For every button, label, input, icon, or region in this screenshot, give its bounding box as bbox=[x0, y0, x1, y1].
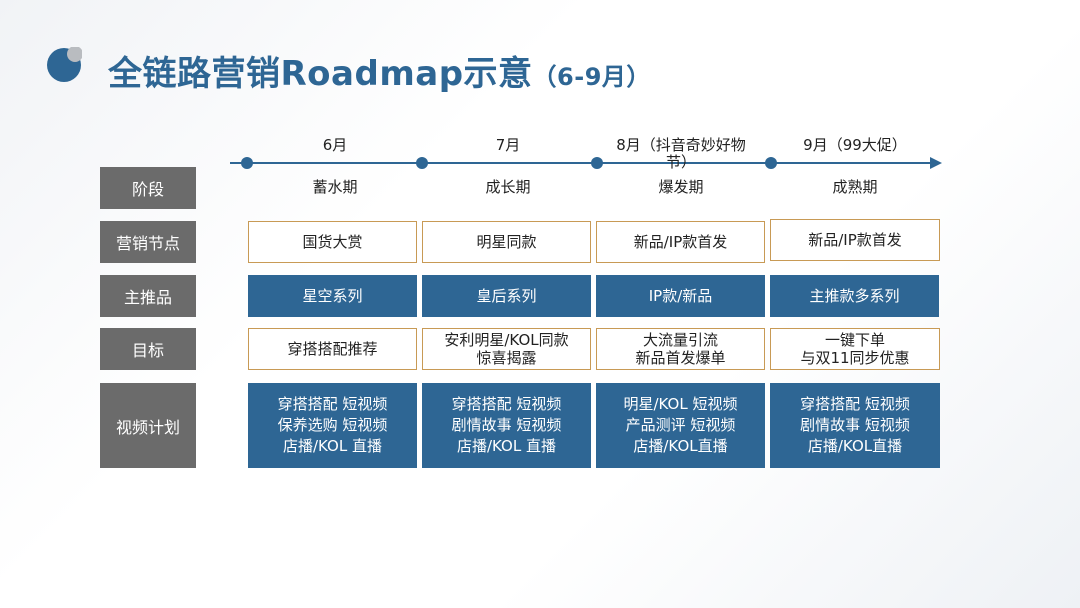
timeline-dot bbox=[416, 157, 428, 169]
timeline-line bbox=[230, 162, 932, 164]
main-product-cell: IP款/新品 bbox=[596, 275, 765, 317]
timeline-month: 8月（抖音奇妙好物节） bbox=[616, 136, 746, 171]
goal-cell: 一键下单 与双11同步优惠 bbox=[770, 328, 940, 370]
main-product-cell: 主推款多系列 bbox=[770, 275, 939, 317]
page-title-main: 全链路营销Roadmap示意 bbox=[108, 54, 533, 94]
video-plan-cell: 明星/KOL 短视频 产品测评 短视频 店播/KOL直播 bbox=[596, 383, 765, 468]
marketing-node-cell: 国货大赏 bbox=[248, 221, 417, 263]
row-label-video-plan: 视频计划 bbox=[100, 383, 196, 468]
main-product-cell: 星空系列 bbox=[248, 275, 417, 317]
timeline-phase: 成长期 bbox=[485, 178, 531, 196]
marketing-node-cell: 新品/IP款首发 bbox=[596, 221, 765, 263]
timeline-month: 9月（99大促） bbox=[803, 136, 907, 154]
goal-cell: 安利明星/KOL同款 惊喜揭露 bbox=[422, 328, 591, 370]
row-label-marketing-node: 营销节点 bbox=[100, 221, 196, 263]
timeline-phase: 蓄水期 bbox=[312, 178, 358, 196]
marketing-node-cell: 新品/IP款首发 bbox=[770, 219, 940, 261]
timeline-month: 7月 bbox=[495, 136, 521, 154]
row-label-goal: 目标 bbox=[100, 328, 196, 370]
page-title-sub: （6-9月） bbox=[532, 63, 651, 91]
video-plan-cell: 穿搭搭配 短视频 保养选购 短视频 店播/KOL 直播 bbox=[248, 383, 417, 468]
goal-cell: 大流量引流 新品首发爆单 bbox=[596, 328, 765, 370]
timeline-dot bbox=[591, 157, 603, 169]
marketing-node-cell: 明星同款 bbox=[422, 221, 591, 263]
page-title: 全链路营销Roadmap示意（6-9月） bbox=[108, 46, 651, 95]
timeline-month: 6月 bbox=[322, 136, 348, 154]
timeline-arrow-icon bbox=[930, 157, 942, 169]
timeline-phase: 爆发期 bbox=[658, 178, 704, 196]
goal-cell: 穿搭搭配推荐 bbox=[248, 328, 417, 370]
video-plan-cell: 穿搭搭配 短视频 剧情故事 短视频 店播/KOL直播 bbox=[770, 383, 940, 468]
timeline-phase: 成熟期 bbox=[832, 178, 878, 196]
timeline-dot bbox=[241, 157, 253, 169]
title-bullet-icon bbox=[46, 46, 83, 83]
video-plan-cell: 穿搭搭配 短视频 剧情故事 短视频 店播/KOL 直播 bbox=[422, 383, 591, 468]
row-label-main-product: 主推品 bbox=[100, 275, 196, 317]
main-product-cell: 皇后系列 bbox=[422, 275, 591, 317]
timeline-dot bbox=[765, 157, 777, 169]
row-label-stage: 阶段 bbox=[100, 167, 196, 209]
